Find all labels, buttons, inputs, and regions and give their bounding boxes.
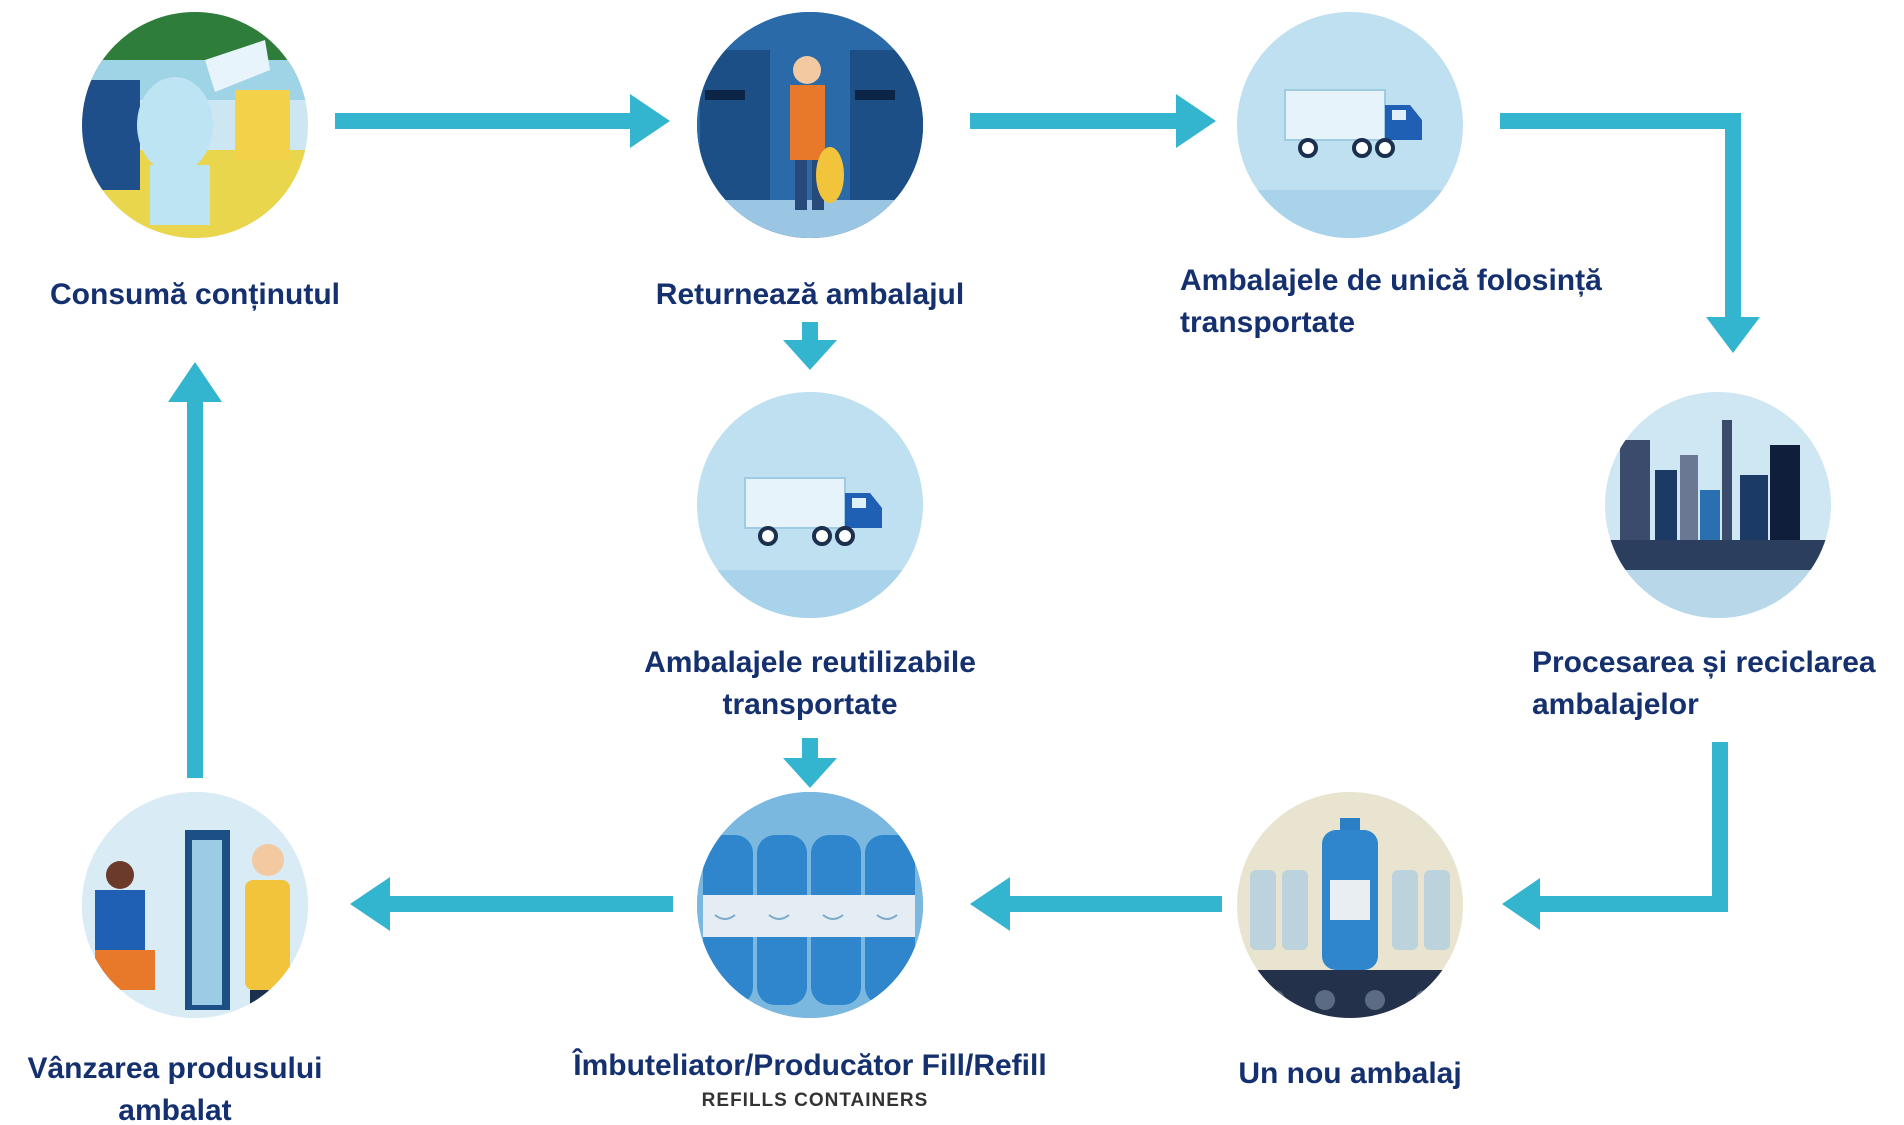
label-reusable-transport: Ambalajele reutilizabile transportate (570, 642, 1050, 726)
bottles-illustration (697, 792, 923, 1018)
arrow-consume-to-return (335, 94, 670, 148)
label-sale: Vânzarea produsului ambalat (0, 1048, 350, 1125)
label-single-use-transport: Ambalajele de unică folosință transporta… (1180, 260, 1700, 344)
arrow-new-package-to-bottler (970, 877, 1222, 931)
arrow-single-use-to-processing (1500, 113, 1760, 353)
label-single-use-line1: Ambalajele de unică folosință (1180, 264, 1602, 297)
arrow-return-to-reusable (783, 322, 837, 370)
return-machine-illustration (697, 12, 923, 238)
label-processing-line2: ambalajelor (1532, 688, 1699, 721)
factory-illustration (1605, 392, 1831, 618)
label-new-package-text: Un nou ambalaj (1238, 1057, 1462, 1090)
label-return: Returnează ambalajul (590, 274, 1030, 316)
label-return-text: Returnează ambalajul (655, 278, 965, 311)
arrow-processing-to-new-package (1502, 742, 1728, 930)
label-consume-text: Consumă conținutul (50, 278, 340, 311)
label-consume: Consumă conținutul (10, 274, 380, 316)
bottle-production-illustration (1237, 792, 1463, 1018)
label-processing-line1: Procesarea și reciclarea (1532, 646, 1876, 679)
label-bottler-text: Îmbuteliator/Producător Fill/Refill (573, 1049, 1047, 1082)
arrow-bottler-to-sale (350, 877, 673, 931)
truck-illustration-reusable (697, 392, 923, 618)
label-processing: Procesarea și reciclarea ambalajelor (1532, 642, 1902, 726)
label-sale-line2: ambalat (118, 1094, 232, 1125)
label-reusable-line1: Ambalajele reutilizabile (644, 646, 976, 679)
truck-illustration-single-use (1237, 12, 1463, 238)
flow-arrows (168, 94, 1760, 931)
arrow-sale-to-consume (168, 362, 222, 778)
label-bottler: Îmbuteliator/Producător Fill/Refill (530, 1045, 1090, 1087)
label-bottler-subtext: REFILLS CONTAINERS (701, 1090, 929, 1111)
label-single-use-line2: transportate (1180, 306, 1356, 339)
person-drinking-illustration (82, 12, 308, 238)
arrow-reusable-to-bottler (783, 738, 837, 788)
label-new-package: Un nou ambalaj (1180, 1053, 1520, 1095)
label-reusable-line2: transportate (722, 688, 898, 721)
label-sale-line1: Vânzarea produsului (27, 1052, 323, 1085)
shop-illustration (82, 792, 308, 1018)
arrow-return-to-single-use (970, 94, 1216, 148)
